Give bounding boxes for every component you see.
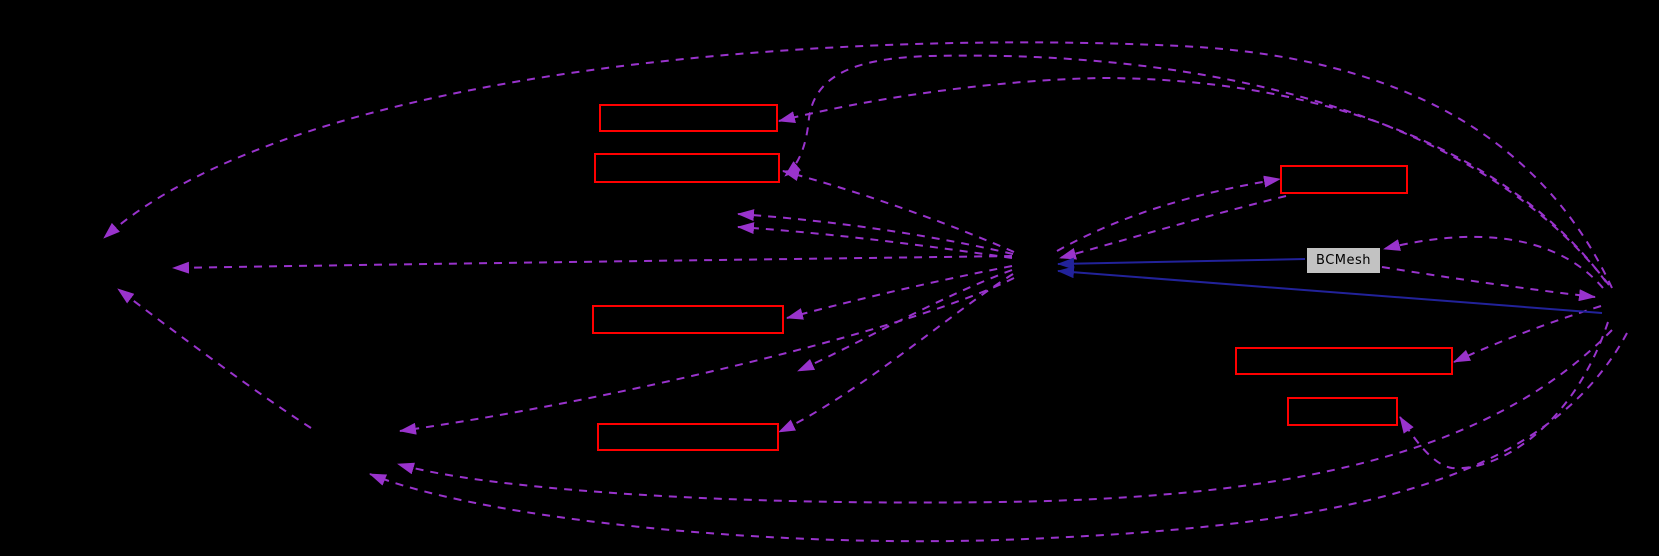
usage-edge-19 <box>1059 195 1287 260</box>
usage-edge-13 <box>737 222 1013 259</box>
usage-edge-14 <box>786 265 1013 320</box>
main-class-label: BCMesh <box>1316 253 1371 268</box>
class-node-right-3[interactable] <box>1287 397 1398 426</box>
class-node-mid-1[interactable] <box>592 305 784 334</box>
usage-edge-6 <box>1453 305 1602 363</box>
usage-edge-10 <box>172 255 1013 274</box>
inheritance-edge-2 <box>1057 266 1603 314</box>
usage-edge-5 <box>1381 266 1596 302</box>
inheritance-edge-1 <box>1057 257 1306 270</box>
usage-edge-2 <box>778 76 1607 283</box>
main-class-node: BCMesh <box>1307 248 1380 273</box>
usage-edge-9 <box>369 332 1628 543</box>
usage-edge-17 <box>399 277 1015 435</box>
usage-edge-7 <box>1399 321 1609 470</box>
usage-edge-18 <box>1056 175 1281 252</box>
usage-edge-4 <box>1383 235 1604 289</box>
usage-edge-15 <box>797 269 1013 372</box>
class-node-top-1[interactable] <box>599 104 778 132</box>
class-node-mid-2[interactable] <box>597 423 779 451</box>
usage-edge-1 <box>103 41 1613 289</box>
class-node-right-1[interactable] <box>1280 165 1408 194</box>
usage-edge-20 <box>117 288 312 429</box>
usage-edge-11 <box>782 169 1015 253</box>
usage-edge-16 <box>778 273 1014 433</box>
class-node-top-2[interactable] <box>594 153 780 183</box>
usage-edge-3 <box>784 54 1610 286</box>
class-node-right-2[interactable] <box>1235 347 1453 375</box>
usage-edge-8 <box>397 329 1613 504</box>
